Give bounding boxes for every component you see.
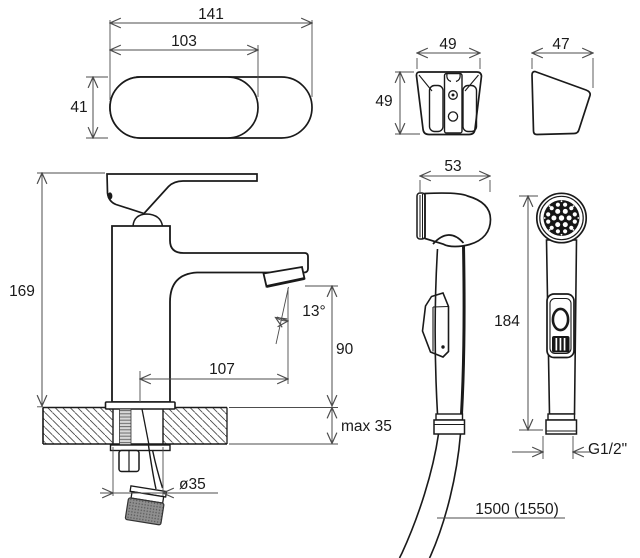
faucet-front-view [42, 173, 309, 526]
handle-right-edge [460, 245, 466, 415]
threaded-stud [119, 408, 132, 446]
dim-bracket-height: 49 [375, 72, 420, 134]
faucet-body-and-spout [111, 225, 309, 403]
faucet-top-view [109, 76, 313, 139]
shower-hose [398, 433, 462, 558]
trigger-lever [421, 292, 450, 358]
dim-body-depth: 41 [70, 77, 108, 138]
cartridge-collar [132, 213, 164, 227]
spray-nozzles [543, 200, 580, 236]
bracket-front-view [415, 71, 483, 136]
bracket-side-outline [531, 70, 592, 136]
dim-head-depth-label: 53 [444, 158, 461, 175]
bracket-left-wing [428, 84, 444, 133]
hose-connector [124, 485, 168, 526]
dim-bracket-depth: 47 [532, 36, 593, 88]
lever-handle [106, 173, 258, 215]
dim-thread-size: G1/2" [512, 436, 627, 459]
handshower-front-view [535, 192, 588, 435]
dim-thread-size-label: G1/2" [588, 441, 627, 458]
dim-bracket-width-label: 49 [439, 36, 456, 53]
dim-spout-reach: 107 [140, 361, 288, 403]
dim-bracket-height-label: 49 [375, 93, 392, 110]
thread-connector [545, 419, 578, 435]
dim-faucet-height: 169 [9, 173, 105, 408]
bracket-screw-holes [447, 90, 459, 122]
dim-hole-diameter: ø35 [100, 447, 218, 496]
dim-shower-length-label: 184 [494, 313, 520, 330]
dim-hose-length: 1500 (1550) [437, 501, 565, 519]
dim-hole-diameter-label: ø35 [179, 476, 206, 493]
dim-counter-thickness: max 35 [229, 408, 392, 445]
dim-body-depth-label: 41 [70, 99, 87, 116]
dim-head-depth: 53 [420, 158, 490, 192]
spray-face-plate [416, 192, 426, 240]
bracket-right-wing [462, 84, 478, 133]
countertop-section [42, 406, 228, 445]
handle-left-edge [434, 248, 439, 415]
dim-hose-length-label: 1500 (1550) [475, 501, 559, 518]
mode-button [546, 293, 575, 359]
dim-spout-angle-label: 13° [302, 303, 325, 320]
bracket-mount-plate [443, 72, 463, 134]
dim-total-width-label: 141 [198, 6, 224, 23]
handle-collar-side [435, 413, 464, 421]
dim-bracket-width: 49 [417, 36, 480, 69]
lever-indicator-dot [107, 192, 113, 200]
mounting-washer [109, 444, 171, 452]
dim-spout-angle: 13° [276, 286, 326, 384]
dim-total-width: 141 [110, 6, 312, 100]
bracket-front-outline [415, 71, 483, 136]
handle-collar-front [547, 413, 576, 421]
dim-body-width: 103 [110, 33, 258, 97]
dim-body-width-label: 103 [171, 33, 197, 50]
handshower-side-view [398, 192, 492, 558]
shower-head-side [424, 192, 492, 248]
base-plate [104, 401, 176, 410]
dim-faucet-height-label: 169 [9, 283, 35, 300]
dim-counter-thickness-label: max 35 [341, 418, 392, 435]
dim-shower-length: 184 [494, 196, 543, 430]
neck-arch [432, 234, 465, 245]
supply-hose [147, 445, 164, 490]
spout-outlet-face [266, 277, 305, 288]
bracket-top-clip [446, 73, 461, 83]
bracket-bevel-lines [418, 74, 479, 92]
hose-nut-side [433, 419, 466, 435]
dim-spout-height: 90 [305, 286, 354, 406]
trigger-pin [441, 345, 445, 349]
faucet-top-inner-body [109, 76, 259, 139]
spray-head-front [535, 192, 588, 244]
dim-spout-height-label: 90 [336, 341, 354, 358]
mounting-hardware [109, 408, 171, 526]
dim-spout-reach-label: 107 [209, 361, 235, 378]
bracket-side-view [531, 70, 592, 136]
dim-bracket-depth-label: 47 [552, 36, 569, 53]
